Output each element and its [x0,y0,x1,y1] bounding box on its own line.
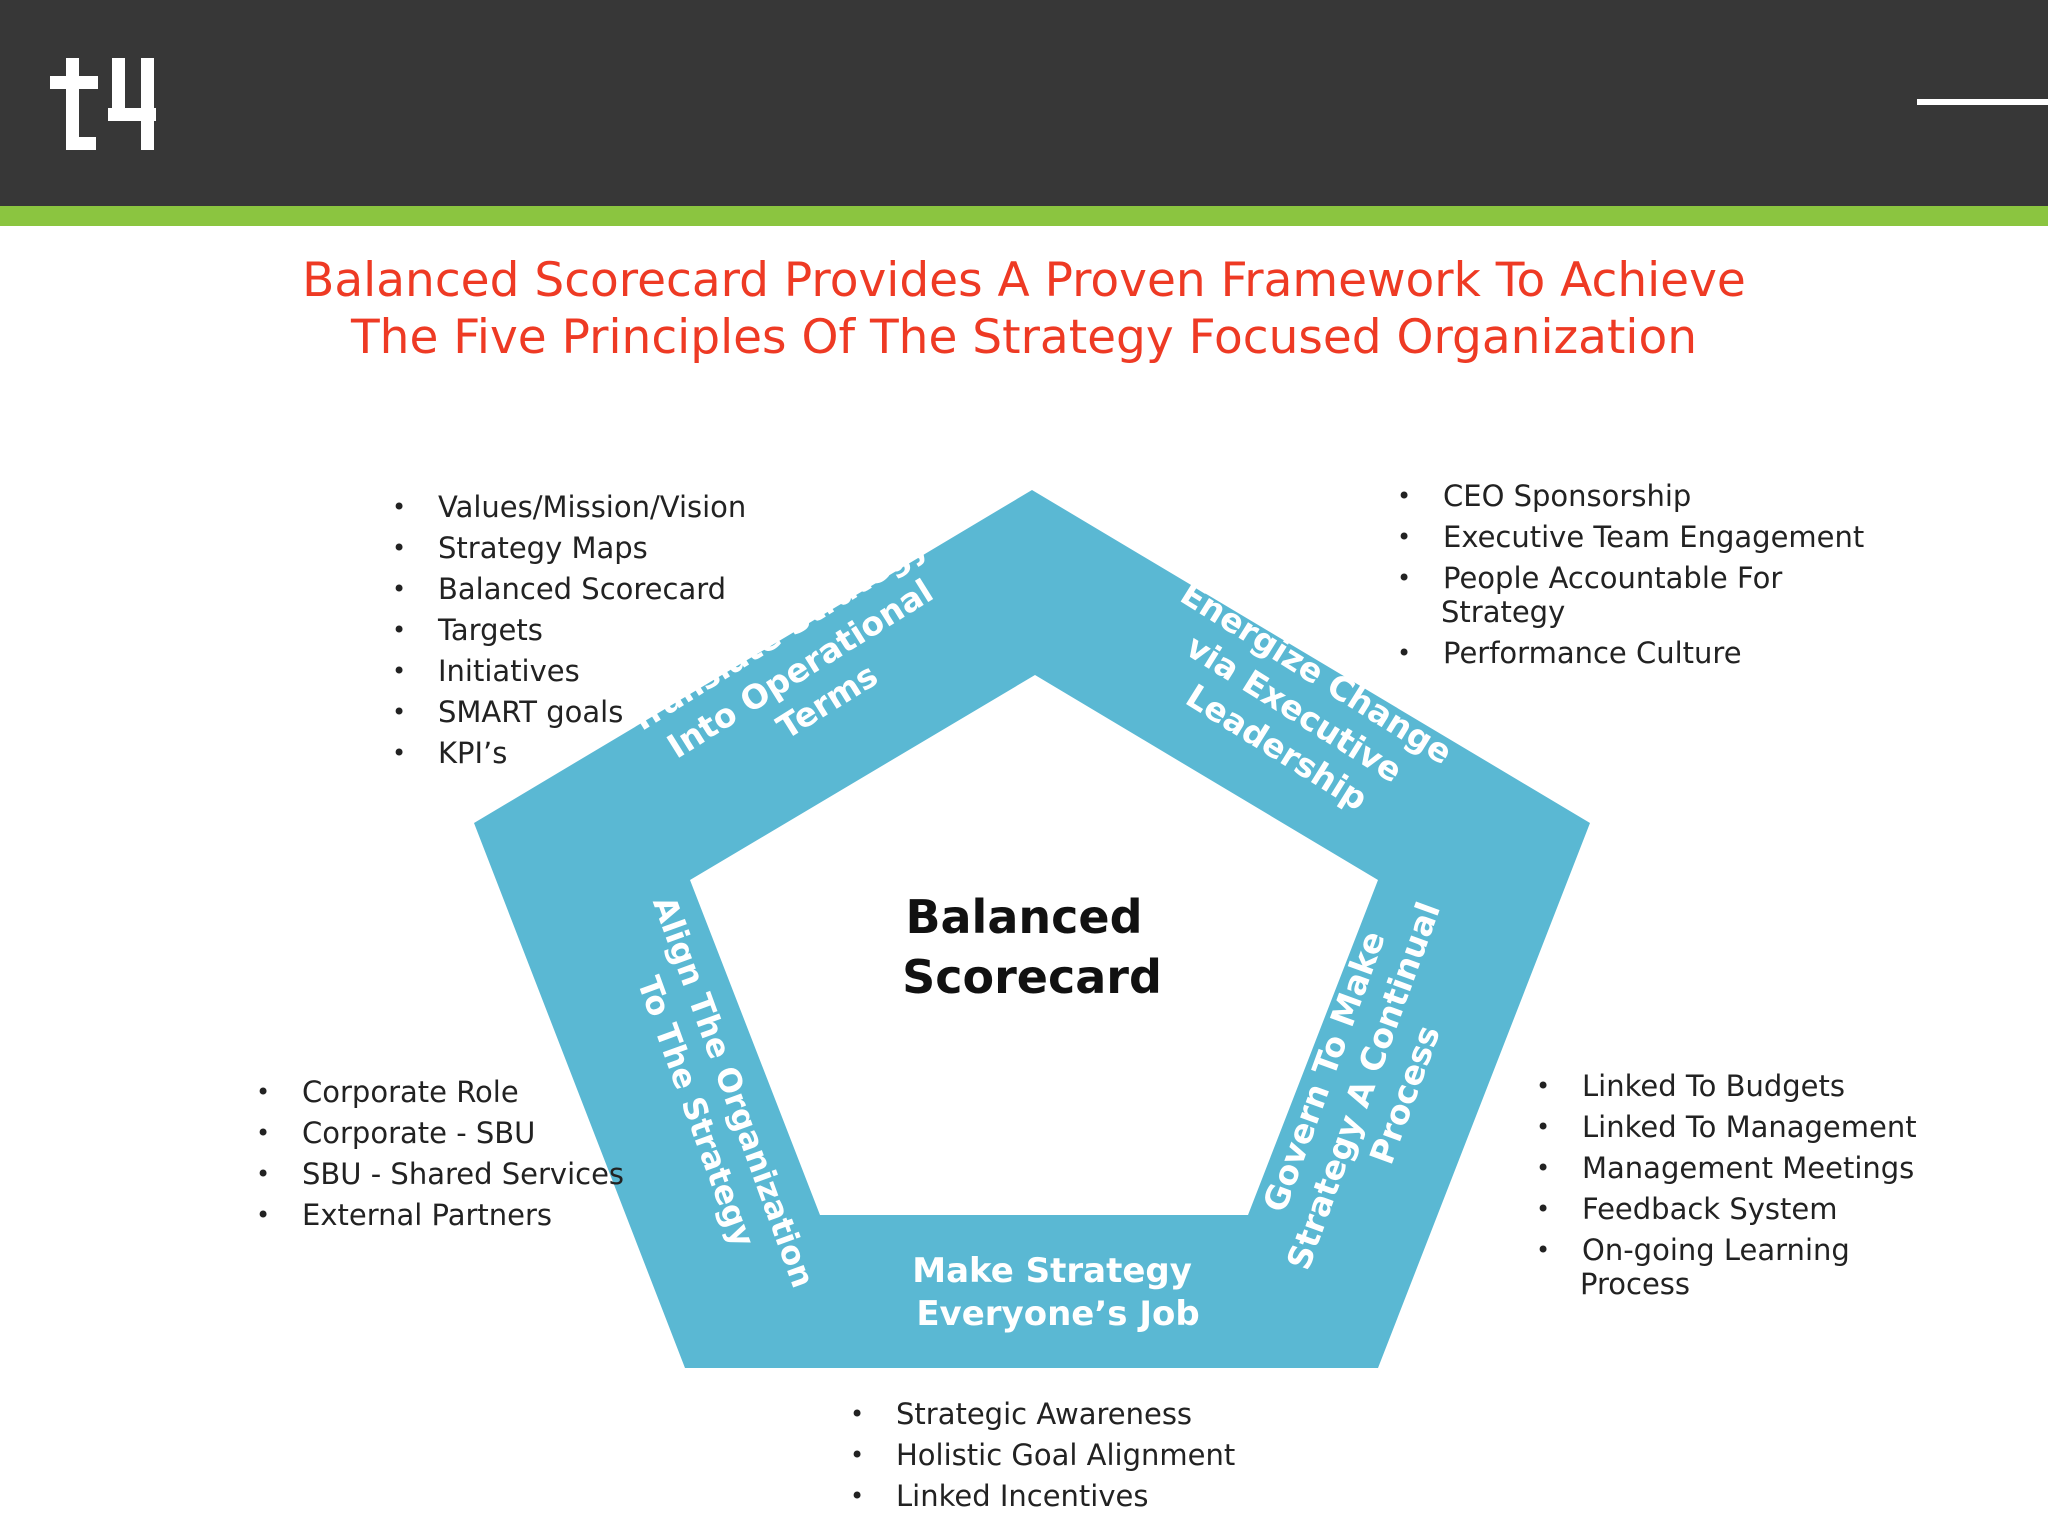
list-item: SBU - Shared Services [256,1154,624,1195]
list-item: Corporate Role [256,1072,624,1113]
list-item: Corporate - SBU [256,1113,624,1154]
top-header-bar [0,0,2048,206]
list-item-line: On-going Learning [1582,1233,1850,1267]
list-item: On-going Learning Process [1536,1233,1917,1301]
list-item: Executive Team Engagement [1397,517,1864,558]
list-item: Linked To Management [1536,1107,1917,1148]
list-item: External Partners [256,1195,624,1236]
list-item: SMART goals [392,692,746,733]
slide-title: Balanced Scorecard Provides A Proven Fra… [0,252,2048,366]
th-brand-logo-icon[interactable] [50,58,160,154]
energize-list: CEO Sponsorship Executive Team Engagemen… [1397,476,1864,674]
align-list: Corporate Role Corporate - SBU SBU - Sha… [256,1072,624,1236]
list-item: Linked Incentives [850,1476,1235,1517]
everyone-list: Strategic Awareness Holistic Goal Alignm… [850,1394,1235,1517]
menu-line-icon[interactable] [1917,99,2048,105]
list-item: Strategy Maps [392,528,746,569]
list-item: KPI’s [392,733,746,774]
center-title: Balanced Scorecard [902,890,1162,1004]
list-item: Feedback System [1536,1189,1917,1230]
title-line-2: The Five Principles Of The Strategy Focu… [350,310,1698,365]
principle-everyone: Make Strategy Everyone’s Job [912,1251,1203,1334]
translate-list: Values/Mission/Vision Strategy Maps Bala… [392,487,746,774]
list-item: CEO Sponsorship [1397,476,1864,517]
list-item: Initiatives [392,651,746,692]
list-item: Targets [392,610,746,651]
list-item-line: Process [1580,1267,1691,1301]
list-item: Holistic Goal Alignment [850,1435,1235,1476]
accent-divider [0,206,2048,226]
list-item: Management Meetings [1536,1148,1917,1189]
list-item: Linked To Budgets [1536,1066,1917,1107]
list-item-line: Strategy [1441,595,1566,629]
list-item: Strategic Awareness [850,1394,1235,1435]
list-item-line: People Accountable For [1443,561,1783,595]
list-item: Balanced Scorecard [392,569,746,610]
govern-list: Linked To Budgets Linked To Management M… [1536,1066,1917,1305]
list-item: Performance Culture [1397,633,1864,674]
list-item: Values/Mission/Vision [392,487,746,528]
title-line-1: Balanced Scorecard Provides A Proven Fra… [302,253,1746,308]
pentagon-band [474,490,1590,1368]
list-item: People Accountable For Strategy [1397,561,1864,629]
